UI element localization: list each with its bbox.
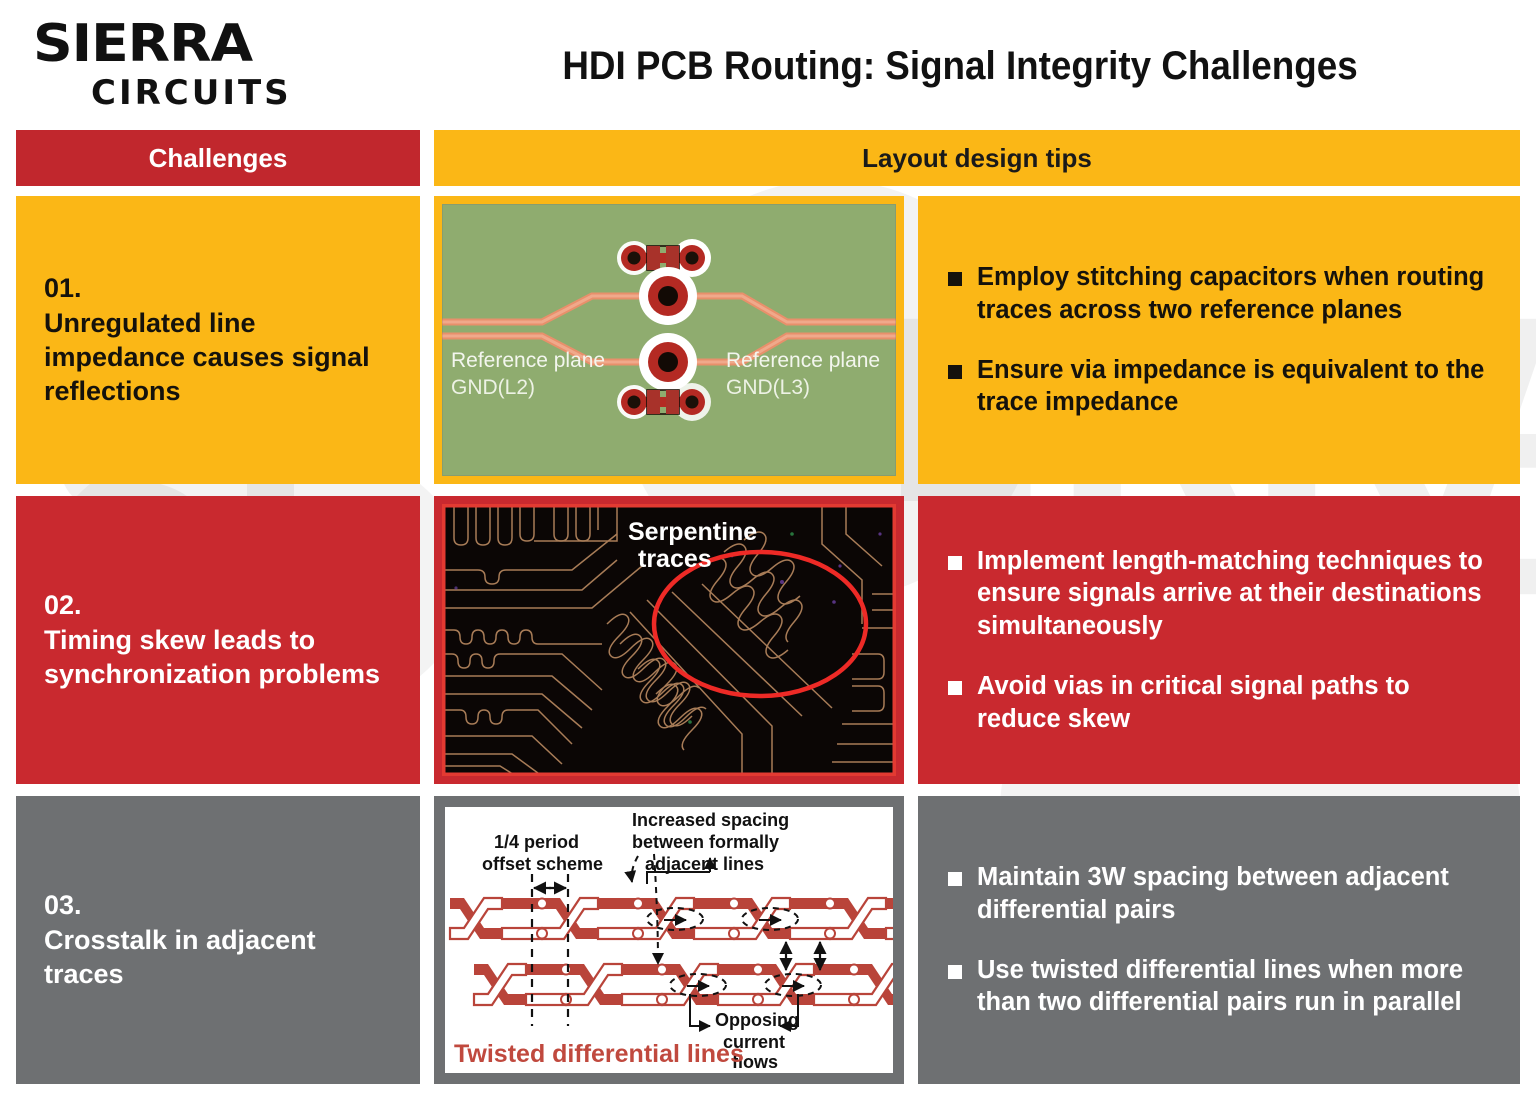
- bullet-square-icon: [948, 681, 962, 696]
- annot-spacing-line2: between formally: [632, 832, 779, 852]
- challenge-number: 02.: [44, 590, 82, 621]
- tip-item: Maintain 3W spacing between adjacent dif…: [948, 861, 1490, 926]
- signal-via-top: [639, 267, 697, 325]
- tips-list: Implement length-matching techniques to …: [948, 545, 1490, 735]
- tip-text: Avoid vias in critical signal paths to r…: [977, 672, 1410, 733]
- page-title: HDI PCB Routing: Signal Integrity Challe…: [562, 44, 1358, 88]
- logo-secondary-text: CIRCUITS: [91, 73, 292, 113]
- annot-current-line1: Opposing: [715, 1010, 799, 1030]
- tip-item: Use twisted differential lines when more…: [948, 954, 1490, 1019]
- serpentine-callout-line1: Serpentine: [628, 518, 757, 546]
- stitching-capacitor-top: [617, 239, 711, 277]
- column-header-challenges: Challenges: [16, 130, 420, 186]
- challenge-text: Crosstalk in adjacent traces: [44, 924, 316, 989]
- annot-current-line3: flows: [732, 1052, 778, 1072]
- current-loop-indicators: [646, 907, 822, 997]
- tip-text: Employ stitching capacitors when routing…: [977, 263, 1485, 324]
- annot-spacing-line3: adjacent lines: [645, 854, 764, 874]
- tip-item: Ensure via impedance is equivalent to th…: [948, 354, 1490, 419]
- annot-spacing-line1: Increased spacing: [632, 810, 789, 830]
- period-reference-lines: [530, 874, 570, 1026]
- challenge-number: 01.: [44, 273, 82, 304]
- challenge-cell-1: 01. Unregulated line impedance causes si…: [16, 196, 420, 484]
- tip-item: Implement length-matching techniques to …: [948, 545, 1490, 642]
- ref-plane-left-label-line2: GND(L2): [451, 376, 535, 399]
- highlight-ellipse: [651, 549, 869, 699]
- figure-cell-1: Reference plane GND(L2) Reference plane …: [434, 196, 904, 484]
- tip-text: Maintain 3W spacing between adjacent dif…: [977, 863, 1449, 924]
- serpentine-callout-line2: traces: [638, 545, 712, 573]
- figure-cell-2: Serpentine traces: [434, 496, 904, 784]
- logo-primary-text: SIERRA: [33, 14, 253, 74]
- tips-cell-2: Implement length-matching techniques to …: [918, 496, 1520, 784]
- ref-plane-right-label-line1: Reference plane: [726, 349, 880, 372]
- challenge-cell-2: 02. Timing skew leads to synchronization…: [16, 496, 420, 784]
- tip-item: Employ stitching capacitors when routing…: [948, 261, 1490, 326]
- page-header: SIERRA CIRCUITS HDI PCB Routing: Signal …: [0, 0, 1536, 130]
- spacing-leader-dashed: [624, 853, 664, 965]
- tip-item: Avoid vias in critical signal paths to r…: [948, 670, 1490, 735]
- annot-quarter-line1: 1/4 period: [494, 832, 579, 852]
- differential-pair-upper: [448, 896, 896, 941]
- column-header-tips: Layout design tips: [434, 130, 1520, 186]
- signal-via-bottom: [639, 333, 697, 391]
- bullet-square-icon: [948, 365, 962, 379]
- bullet-square-icon: [948, 965, 962, 979]
- tips-cell-1: Employ stitching capacitors when routing…: [918, 196, 1520, 484]
- tip-text: Ensure via impedance is equivalent to th…: [977, 356, 1485, 417]
- twisted-differential-lines-figure: 1/4 period offset scheme Increased spaci…: [442, 804, 896, 1076]
- reference-plane-vias-figure: Reference plane GND(L2) Reference plane …: [442, 204, 896, 476]
- ref-plane-right-label-line2: GND(L3): [726, 376, 810, 399]
- challenge-text: Timing skew leads to synchronization pro…: [44, 624, 381, 689]
- stitching-capacitor-bottom: [617, 383, 711, 421]
- differential-pair-lower: [472, 962, 896, 1007]
- figure-cell-3: 1/4 period offset scheme Increased spaci…: [434, 796, 904, 1084]
- bullet-square-icon: [948, 272, 962, 287]
- serpentine-pcb-photo-figure: Serpentine traces: [442, 504, 896, 776]
- tips-list: Employ stitching capacitors when routing…: [948, 261, 1490, 419]
- ref-plane-left-label-line1: Reference plane: [451, 349, 605, 372]
- challenge-text: Unregulated line impedance causes signal…: [44, 307, 370, 406]
- tips-cell-3: Maintain 3W spacing between adjacent dif…: [918, 796, 1520, 1084]
- bullet-square-icon: [948, 556, 962, 571]
- challenge-number: 03.: [44, 890, 82, 921]
- opposing-current-leaders: [689, 994, 799, 1032]
- table-row: 03. Crosstalk in adjacent traces: [16, 796, 1520, 1084]
- table-row: 01. Unregulated line impedance causes si…: [16, 196, 1520, 484]
- annot-quarter-line2: offset scheme: [482, 854, 603, 874]
- pair-spacing-arrows: [779, 940, 827, 972]
- table-row: 02. Timing skew leads to synchronization…: [16, 496, 1520, 784]
- annot-current-line2: current: [723, 1032, 785, 1052]
- tip-text: Implement length-matching techniques to …: [977, 547, 1483, 640]
- content-grid: Challenges Layout design tips 01. Unregu…: [0, 130, 1536, 1084]
- column-header-row: Challenges Layout design tips: [16, 130, 1520, 186]
- tip-text: Use twisted differential lines when more…: [977, 956, 1464, 1017]
- challenge-cell-3: 03. Crosstalk in adjacent traces: [16, 796, 420, 1084]
- figure-caption: Twisted differential lines: [454, 1040, 744, 1068]
- bullet-square-icon: [948, 872, 962, 887]
- tips-list: Maintain 3W spacing between adjacent dif…: [948, 861, 1490, 1019]
- sierra-circuits-logo: SIERRA CIRCUITS: [33, 18, 333, 110]
- spacing-leader-line: [646, 857, 716, 884]
- current-direction-arrows: [664, 914, 805, 992]
